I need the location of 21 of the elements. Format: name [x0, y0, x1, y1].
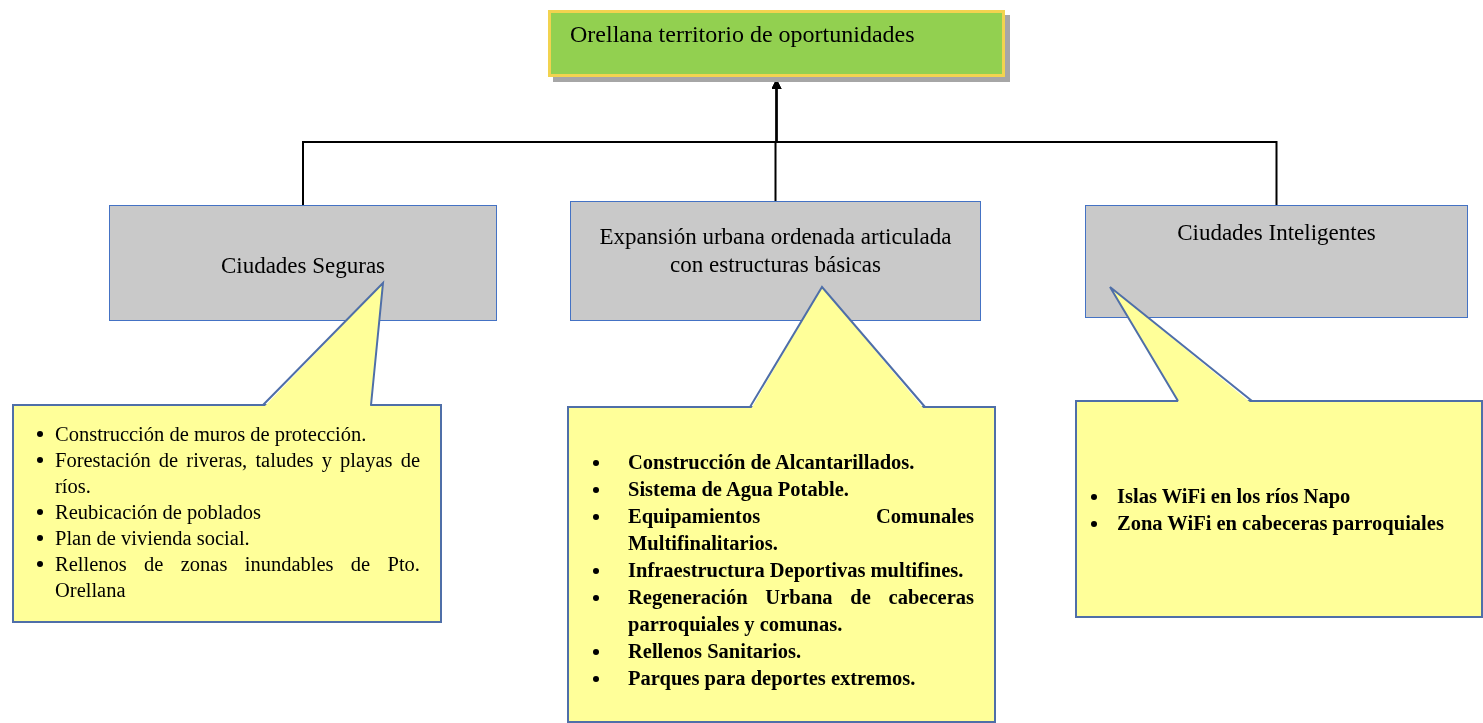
category-box — [109, 205, 497, 321]
category-box — [1085, 205, 1468, 318]
title-text: Orellana territorio de oportunidades — [570, 21, 915, 48]
list-item: Regeneración Urbana de cabeceras parroquiales y comunas. — [628, 586, 974, 635]
category-label: Ciudades Inteligentes — [1177, 219, 1376, 247]
list-item: Equipamientos Comunales Multifinalitarios. — [628, 505, 974, 554]
list-item: Parques para deportes extremos. — [628, 667, 916, 689]
list-item: Forestación de riveras, taludes y playas de ríos. — [55, 449, 420, 497]
list-item: Plan de vivienda social. — [55, 527, 250, 549]
category-label: Expansión urbana ordenada articulada con estructuras básicas — [598, 223, 953, 279]
list-item: Infraestructura Deportivas multifines. — [628, 559, 964, 581]
category-box — [570, 201, 981, 321]
list-item: Reubicación de poblados — [55, 501, 262, 523]
list-item: Construcción de Alcantarillados. — [628, 451, 915, 473]
list-item: Rellenos de zonas inundables de Pto. Orellana — [55, 553, 420, 601]
list-item: Islas WiFi en los ríos Napo — [1117, 485, 1351, 507]
category-label: Ciudades Seguras — [220, 252, 386, 280]
list-item: Rellenos Sanitarios. — [628, 640, 802, 662]
list-item: Zona WiFi en cabeceras parroquiales — [1117, 512, 1444, 534]
list-item: Construcción de muros de protección. — [55, 423, 367, 445]
list-item: Sistema de Agua Potable. — [628, 478, 849, 500]
